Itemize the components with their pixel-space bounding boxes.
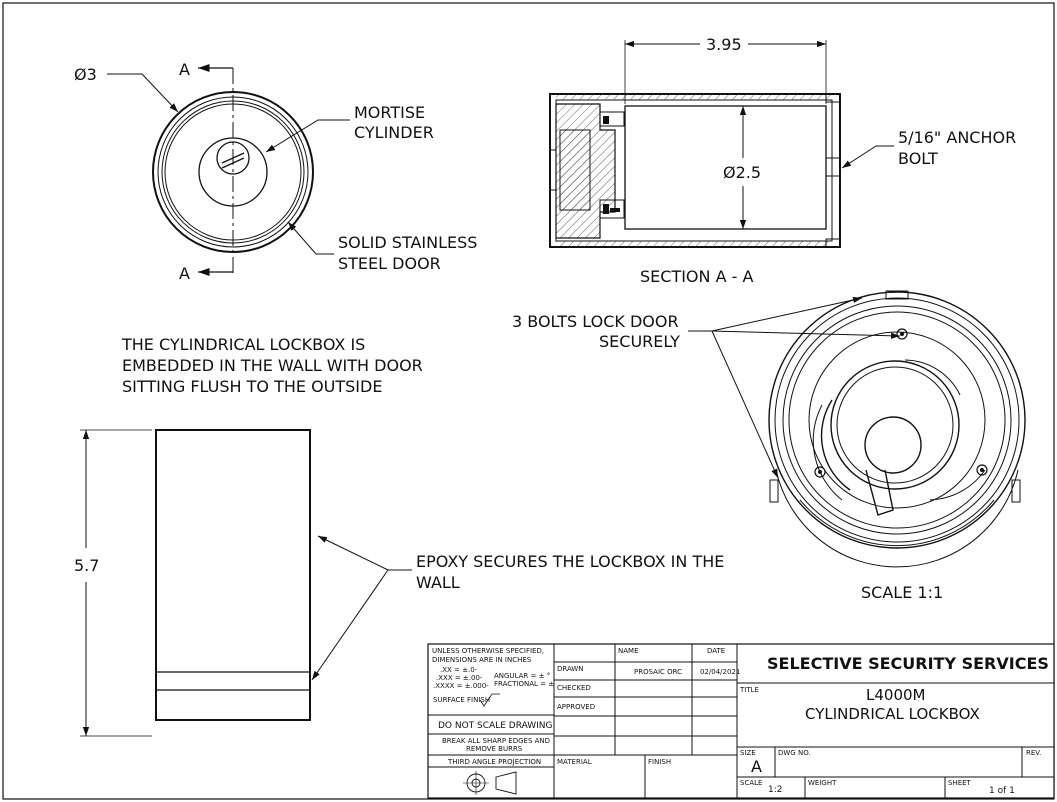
embedded-note-line1: THE CYLINDRICAL LOCKBOX IS	[121, 335, 365, 354]
row-checked-label: CHECKED	[557, 684, 591, 692]
rev-label: REV.	[1026, 749, 1041, 757]
projection-label: THIRD ANGLE PROJECTION	[447, 758, 541, 766]
scale-label: SCALE	[740, 779, 762, 787]
epoxy-note-line1: EPOXY SECURES THE LOCKBOX IN THE	[416, 552, 724, 571]
epoxy-note-line2: WALL	[416, 573, 460, 592]
col-name-header: NAME	[618, 647, 639, 655]
col-date-header: DATE	[707, 647, 725, 655]
do-not-scale-note: DO NOT SCALE DRAWING	[438, 721, 553, 731]
weight-label: WEIGHT	[808, 779, 837, 787]
iso-view: SCALE 1:1	[768, 290, 1026, 602]
inner-diameter-label: Ø2.5	[723, 163, 761, 182]
material-label: MATERIAL	[557, 758, 592, 766]
length-dimension: 3.95	[706, 35, 742, 54]
tolerance-fractional: FRACTIONAL = ±	[494, 680, 554, 688]
scale-caption: SCALE 1:1	[861, 583, 943, 602]
sheet-label: SHEET	[948, 779, 972, 787]
anchor-bolt-label-line1: 5/16" ANCHOR	[898, 128, 1016, 147]
tolerance-xxx: .XXX = ±.00-	[436, 674, 483, 682]
size-label: SIZE	[740, 749, 756, 757]
drawn-date-value: 02/04/2021	[700, 668, 740, 676]
sheet-value: 1 of 1	[989, 786, 1015, 796]
diameter-label: Ø3	[74, 65, 97, 84]
anchor-bolt-label-line2: BOLT	[898, 149, 938, 168]
break-edges-line2: REMOVE BURRS	[466, 745, 523, 753]
surface-finish-icon	[479, 693, 500, 707]
tolerance-xx: .XX = ±.0-	[440, 666, 478, 674]
title-block: UNLESS OTHERWISE SPECIFIED, DIMENSIONS A…	[427, 643, 1055, 799]
mortise-label-line2: CYLINDER	[354, 123, 434, 142]
tolerance-note-line2: DIMENSIONS ARE IN INCHES	[432, 656, 532, 664]
side-view: 5.7	[74, 429, 311, 737]
section-mark-top: A	[179, 60, 190, 79]
tolerance-xxxx: .XXXX = ±.000-	[433, 682, 489, 690]
mortise-label-line1: MORTISE	[354, 103, 425, 122]
notes: THE CYLINDRICAL LOCKBOX IS EMBEDDED IN T…	[121, 296, 901, 681]
title-field-label: TITLE	[739, 686, 759, 694]
finish-label: FINISH	[648, 758, 671, 766]
bolts-note-line1: 3 BOLTS LOCK DOOR	[512, 312, 679, 331]
surface-finish-label: SURFACE FINISH	[433, 696, 490, 704]
section-caption: SECTION A - A	[640, 267, 753, 286]
drawing-title-line1: L4000M	[866, 686, 925, 704]
tolerance-note-line1: UNLESS OTHERWISE SPECIFIED,	[432, 647, 544, 655]
door-label-line1: SOLID STAINLESS	[338, 233, 477, 252]
break-edges-line1: BREAK ALL SHARP EDGES AND	[442, 737, 550, 745]
embedded-note-line2: EMBEDDED IN THE WALL WITH DOOR	[122, 356, 423, 375]
row-approved-label: APPROVED	[557, 703, 595, 711]
bolts-note-line2: SECURELY	[599, 332, 680, 351]
tolerance-angular: ANGULAR = ± °	[494, 672, 550, 680]
door-label-line2: STEEL DOOR	[338, 254, 441, 273]
third-angle-projection-icon	[463, 771, 517, 795]
embedded-note-line3: SITTING FLUSH TO THE OUTSIDE	[122, 377, 382, 396]
section-mark-bottom: A	[179, 264, 190, 283]
drawn-name-value: PROSAIC ORC	[634, 668, 682, 676]
company-name: SELECTIVE SECURITY SERVICES	[767, 654, 1049, 673]
drawing-title-line2: CYLINDRICAL LOCKBOX	[805, 705, 980, 723]
dwg-no-label: DWG NO.	[778, 749, 811, 757]
size-value: A	[751, 757, 762, 776]
row-drawn-label: DRAWN	[557, 665, 584, 673]
scale-value: 1:2	[768, 785, 782, 795]
height-dimension: 5.7	[74, 556, 99, 575]
section-view: 3.95 Ø2.5 5/16" ANCHOR BOLT SECTION A - …	[549, 35, 1016, 286]
front-view: A A Ø3 MORTISE CYLINDER SOLID STAINLESS …	[74, 60, 477, 283]
